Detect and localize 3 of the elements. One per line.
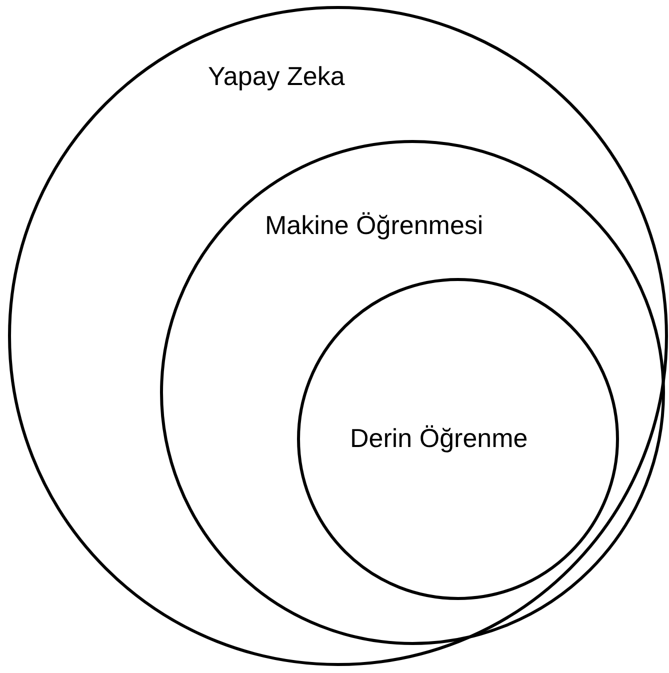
region-label: Yapay Zeka — [208, 61, 345, 91]
region-label: Makine Öğrenmesi — [265, 210, 484, 240]
region-label: Derin Öğrenme — [350, 423, 528, 453]
